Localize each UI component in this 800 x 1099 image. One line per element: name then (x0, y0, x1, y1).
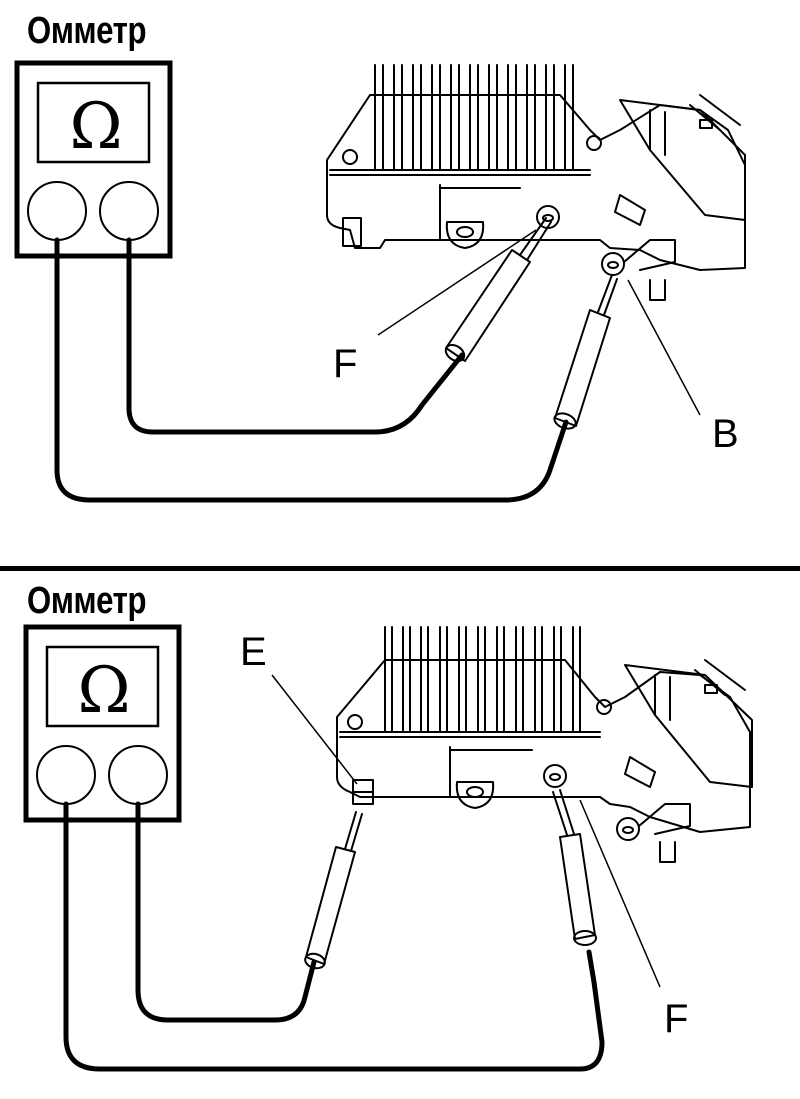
omega-icon: Ω (77, 654, 130, 728)
top-diagram-svg: Ω (14, 60, 746, 503)
leader-f (579, 799, 661, 988)
diagram-panel-bottom: Омметр Ω (0, 572, 800, 1099)
ohmmeter-jack-left (27, 181, 87, 241)
ohmmeter-title: Омметр (27, 10, 147, 52)
ohmmeter-title: Омметр (27, 580, 147, 622)
probe-b (553, 274, 618, 430)
bottom-diagram-svg: Ω (23, 624, 753, 1072)
ohmmeter-jack-right (108, 745, 168, 805)
ohmmeter-display (36, 81, 151, 164)
label-terminal-f: F (333, 342, 358, 386)
ohmmeter-jack-right (99, 181, 159, 241)
probe-wire-f (126, 237, 465, 435)
ohmmeter-display (45, 645, 160, 728)
diagram-panel-top: Омметр Ω (14, 10, 746, 503)
leader-f (377, 229, 537, 336)
probe-f (552, 789, 597, 946)
leader-b (627, 279, 701, 416)
ohmmeter: Ω (23, 624, 182, 823)
voltage-regulator (336, 626, 753, 863)
voltage-regulator (326, 64, 746, 301)
label-terminal-f: F (664, 997, 689, 1041)
probe-wire-b (54, 237, 569, 503)
probe-wire-f (63, 801, 605, 1072)
probe-wire-e (135, 801, 317, 1023)
omega-icon: Ω (69, 90, 122, 164)
label-terminal-b: B (712, 412, 739, 456)
probe-e (304, 811, 363, 970)
label-terminal-e: E (240, 630, 267, 674)
panel-separator (0, 566, 800, 571)
ohmmeter: Ω (14, 60, 173, 259)
leader-e (271, 674, 358, 785)
ohmmeter-jack-left (36, 745, 96, 805)
